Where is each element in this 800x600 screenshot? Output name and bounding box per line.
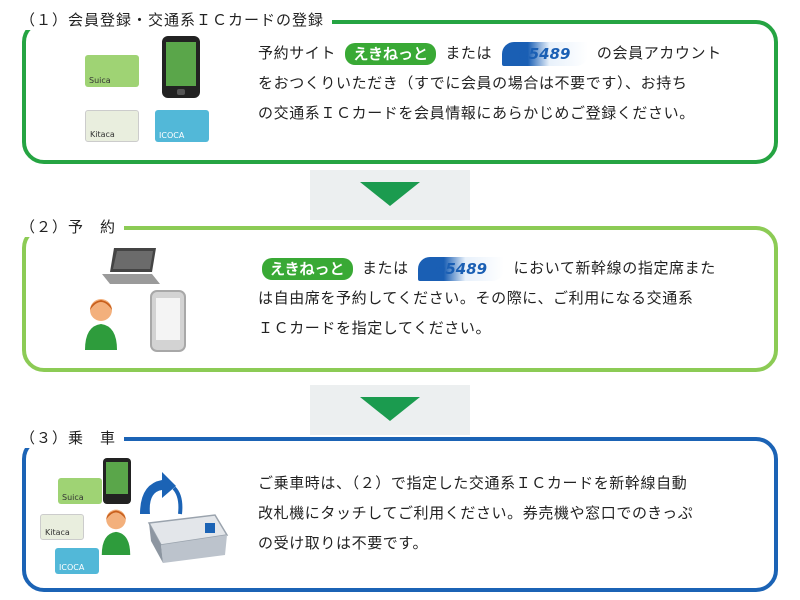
step2-text: えきねっと または e5489 において新幹線の指定席また は自由席を予約してく… [258, 253, 716, 343]
down-arrow-icon [360, 397, 420, 421]
kitaca-card-icon: Kitaca [85, 110, 139, 142]
step3-title: （３）乗 車 [20, 427, 125, 448]
step1-title: （１）会員登録・交通系ＩＣカードの登録 [20, 9, 333, 30]
step1-text: 予約サイト えきねっと または e5489 の会員アカウント をおつくりいただき… [258, 38, 722, 128]
step1-line1-prefix: 予約サイト [258, 44, 337, 62]
step1-line3: の交通系ＩＣカードを会員情報にあらかじめご登録ください。 [258, 104, 695, 122]
icoca-card-icon: ICOCA [55, 548, 99, 574]
step2-title: （２）予 約 [20, 216, 125, 237]
smartphone-icon [103, 458, 131, 504]
person-icon [85, 299, 117, 350]
step2-line1-suffix: において新幹線の指定席また [513, 259, 716, 277]
ekinet-logo: えきねっと [262, 257, 353, 280]
suica-card-icon: Suica [85, 55, 139, 87]
ekinet-logo: えきねっと [345, 42, 436, 65]
ticket-gate-icon [147, 514, 229, 563]
step2-line2: は自由席を予約してください。その際に、ご利用になる交通系 [258, 289, 694, 307]
e5489-logo: e5489 [418, 256, 505, 281]
person-icon [101, 509, 131, 555]
icoca-card-icon: ICOCA [155, 110, 209, 142]
step1-line1-mid: または [445, 44, 493, 62]
step2-line1-mid: または [361, 259, 409, 277]
laptop-icon [102, 248, 160, 284]
suica-card-icon: Suica [58, 478, 102, 504]
smartphone-outline-icon [150, 290, 186, 352]
down-arrow-icon [360, 182, 420, 206]
step3-text: ご乗車時は、（２）で指定した交通系ＩＣカードを新幹線自動 改札機にタッチしてご利… [258, 468, 693, 558]
touch-arrow-icon [140, 472, 183, 515]
step3-line1: ご乗車時は、（２）で指定した交通系ＩＣカードを新幹線自動 [258, 474, 688, 492]
step3-line3: の受け取りは不要です。 [258, 534, 429, 552]
step3-box [22, 437, 778, 592]
kitaca-card-icon: Kitaca [40, 514, 84, 540]
smartphone-icon [162, 36, 200, 98]
step3-line2: 改札機にタッチしてご利用ください。券売機や窓口でのきっぷ [258, 504, 694, 522]
step2-line3: ＩＣカードを指定してください。 [258, 319, 492, 337]
e5489-logo: e5489 [501, 41, 588, 66]
step-arrow-1 [310, 170, 470, 220]
step1-line2: をおつくりいただき（すでに会員の場合は不要です）、お持ち [258, 74, 688, 92]
step-arrow-2 [310, 385, 470, 435]
step1-line1-suffix: の会員アカウント [596, 44, 722, 62]
